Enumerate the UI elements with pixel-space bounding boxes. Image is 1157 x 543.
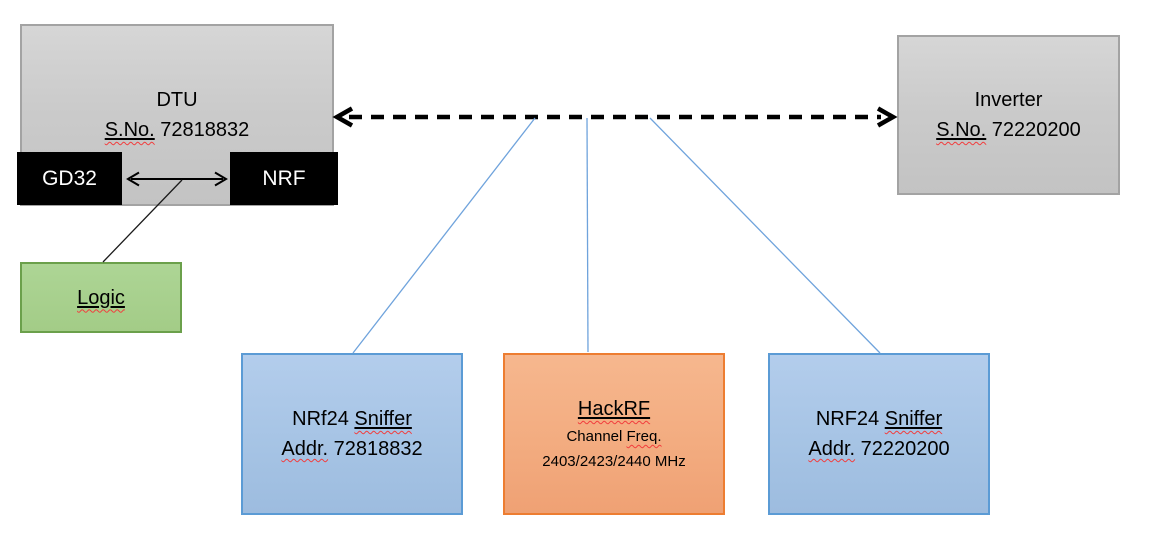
gd32-label: GD32	[42, 166, 97, 190]
sniffer-left-box: NRf24 Sniffer Addr. 72818832	[241, 353, 463, 515]
sniffer-right-box: NRF24 Sniffer Addr. 72220200	[768, 353, 990, 515]
sniffer-right-connector	[649, 117, 881, 354]
nrf-label: NRF	[262, 166, 306, 190]
logic-box: Logic	[20, 262, 182, 333]
hackrf-channel-line: Channel Freq.	[566, 428, 662, 445]
inverter-box: Inverter S.No. 72220200	[897, 35, 1120, 195]
sniffer-left-address: Addr. 72818832	[281, 438, 423, 460]
sniffer-left-title: NRf24 Sniffer	[292, 408, 412, 430]
dtu-inverter-dashed-arrow	[332, 106, 898, 128]
inverter-serial-label: S.No.	[936, 119, 987, 141]
dtu-serial-line: S.No. 72818832	[105, 115, 250, 145]
hackrf-box: HackRF Channel Freq. 2403/2423/2440 MHz	[503, 353, 725, 515]
inverter-serial-line: S.No. 72220200	[936, 115, 1081, 145]
sniffer-right-title: NRF24 Sniffer	[815, 408, 943, 430]
sniffer-right-address: Addr. 72220200	[808, 438, 950, 460]
dtu-title: DTU	[156, 89, 198, 111]
logic-label: Logic	[77, 286, 125, 309]
hackrf-connector	[586, 117, 589, 353]
nrf-box: NRF	[230, 152, 338, 205]
dtu-serial-label: S.No.	[104, 119, 155, 141]
inverter-title: Inverter	[974, 89, 1043, 111]
gd32-box: GD32	[17, 152, 122, 205]
hackrf-freq-line: 2403/2423/2440 MHz	[542, 453, 686, 470]
inverter-serial-number: 72220200	[991, 119, 1081, 141]
sniffer-left-connector	[352, 117, 536, 354]
hackrf-title: HackRF	[577, 398, 651, 420]
dtu-serial-number: 72818832	[160, 119, 250, 141]
